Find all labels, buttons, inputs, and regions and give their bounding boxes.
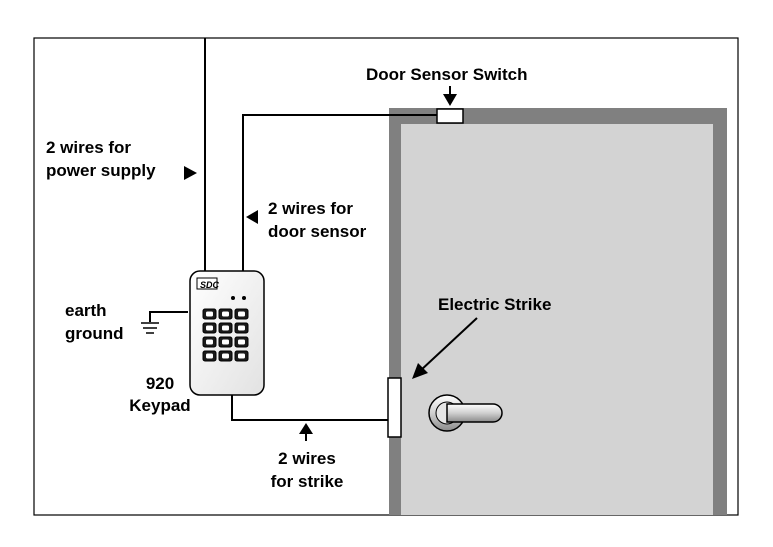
strike-wire: [231, 394, 388, 421]
arrow-head-electric-strike: [412, 363, 428, 379]
earth-ground-wire: [149, 311, 188, 322]
arrow-electric-strike: [419, 317, 478, 372]
keypad-key-face: [238, 339, 245, 345]
keypad-key-grid: [202, 308, 249, 362]
keypad-920: [189, 270, 265, 396]
door-sensor-label-line2: door sensor: [268, 222, 367, 241]
wires: [149, 38, 437, 421]
keypad-key-face: [206, 311, 213, 317]
keypad-key-face: [206, 353, 213, 359]
keypad-key-face: [238, 353, 245, 359]
strike-label-line2: for strike: [270, 472, 344, 491]
keypad-key-face: [238, 311, 245, 317]
arrow-head-door-sensor-switch: [443, 94, 457, 106]
keypad-key-face: [222, 353, 229, 359]
keypad-led-2: [242, 296, 246, 300]
keypad-led-1: [231, 296, 235, 300]
keypad-logo-box: [196, 277, 218, 290]
electric-strike: [387, 377, 402, 438]
earth-ground-label-line2: ground: [65, 324, 124, 343]
keypad-key-face: [206, 339, 213, 345]
strike-label-line1: 2 wires: [278, 449, 336, 468]
arrow-power-supply: [184, 166, 197, 180]
keypad-key-face: [222, 339, 229, 345]
electric-strike-label: Electric Strike: [438, 295, 552, 314]
door-sensor-label-line1: 2 wires for: [268, 199, 354, 218]
power-supply-label-line1: 2 wires for: [46, 138, 132, 157]
earth-ground-label-line1: earth: [65, 301, 107, 320]
arrows: [184, 86, 478, 441]
arrow-head-strike: [299, 423, 313, 434]
keypad-key-face: [222, 325, 229, 331]
keypad-key-face: [206, 325, 213, 331]
door-panel: [401, 124, 713, 515]
keypad-brand-logo: SDC: [200, 280, 220, 290]
door-handle-icon: [428, 394, 503, 432]
keypad-label-line2: Keypad: [129, 396, 191, 415]
door-sensor-wire: [242, 114, 437, 272]
arrow-door-sensor: [246, 210, 258, 224]
keypad-label-line1: 920: [145, 374, 175, 393]
keypad-key-face: [222, 311, 229, 317]
power-supply-label-line2: power supply: [46, 161, 156, 180]
door-sensor-switch: [436, 108, 464, 124]
keypad-key-face: [238, 325, 245, 331]
door-sensor-switch-label: Door Sensor Switch: [366, 65, 528, 84]
earth-ground-icon: [141, 322, 159, 334]
